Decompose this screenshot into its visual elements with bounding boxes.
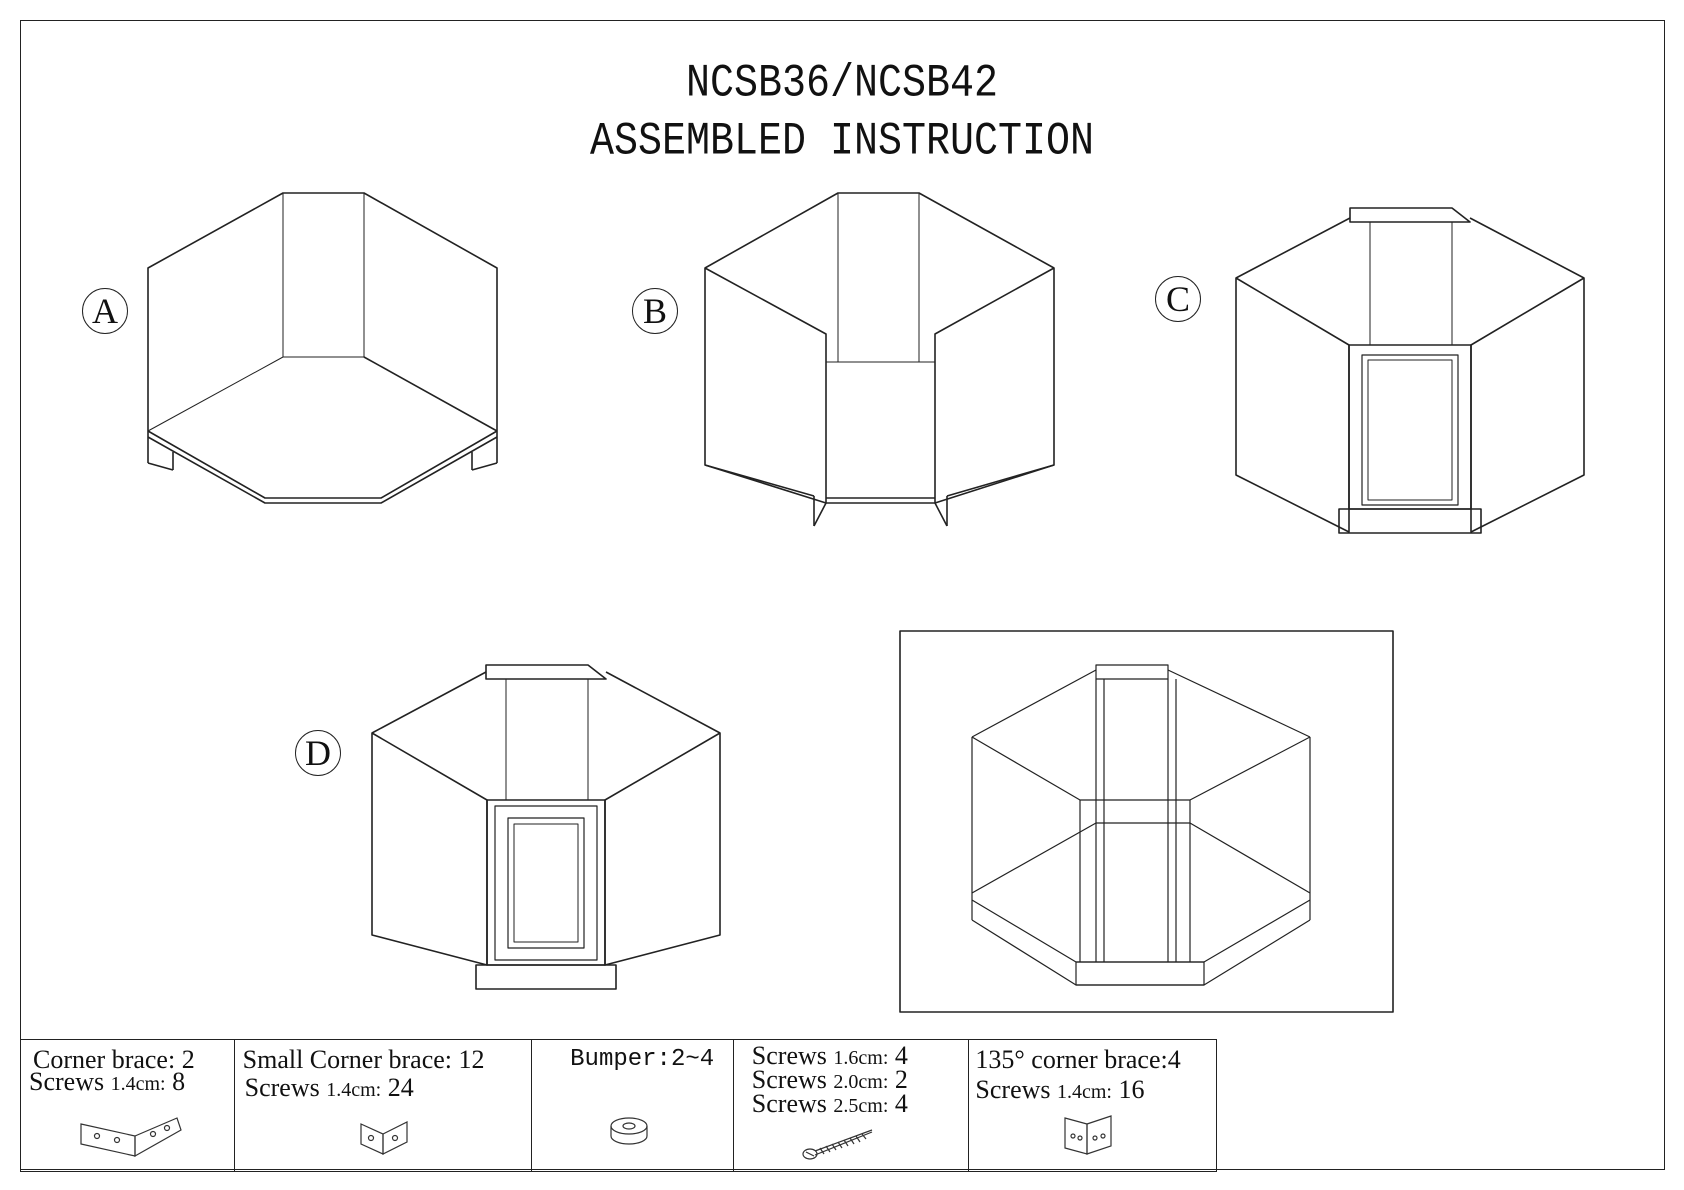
screw-qty: 16 [1118, 1075, 1145, 1104]
screw-qty: 8 [172, 1067, 186, 1096]
screw-label: Screws [29, 1067, 105, 1096]
bumper-icon [610, 1117, 648, 1145]
cabinet-wireframe [971, 664, 1311, 986]
screw-label: Screws [975, 1075, 1051, 1104]
cabinet-step-c [1235, 207, 1585, 534]
screw-label: Screws [751, 1089, 827, 1118]
screw-qty: 2 [894, 1065, 908, 1094]
screw-label: Screws [751, 1065, 827, 1094]
model-title: NCSB36/NCSB42 [685, 58, 999, 111]
parts-list: Corner brace: 2 Screws 1.4cm: 8 Small Co… [20, 1039, 1217, 1172]
corner-brace-icon [80, 1117, 182, 1158]
step-label-a: A [82, 288, 128, 334]
small-corner-brace-icon [360, 1121, 408, 1155]
screw-qty: 24 [387, 1073, 414, 1102]
part-title: Bumper:2~4 [570, 1046, 715, 1073]
screw-icon [802, 1129, 873, 1160]
screw-size: 1.6cm: [833, 1047, 889, 1069]
part-bumper: Bumper:2~4 [532, 1040, 734, 1171]
part-small-corner-brace: Small Corner brace: 12 Screws 1.4cm: 24 [235, 1040, 533, 1171]
step-label-d: D [295, 730, 341, 776]
part-screws: Screws 1.6cm: 4 Screws 2.0cm: 2 Screws 2… [734, 1040, 970, 1171]
step-label-b: B [632, 288, 678, 334]
screw-size: 1.4cm: [1057, 1081, 1112, 1103]
part-title: 135° corner brace:4 [975, 1045, 1181, 1074]
screw-size: 1.4cm: [326, 1079, 382, 1101]
instruction-title: ASSEMBLED INSTRUCTION [589, 116, 1095, 169]
cabinet-step-d [371, 664, 721, 990]
screw-size: 1.4cm: [110, 1073, 166, 1095]
cabinet-step-a [147, 192, 498, 504]
135-corner-brace-icon [1064, 1115, 1113, 1155]
cabinet-step-b [704, 192, 1055, 527]
step-label-c: C [1155, 276, 1201, 322]
drawing-frame [20, 20, 1665, 1170]
screw-qty: 4 [894, 1041, 908, 1070]
part-corner-brace: Corner brace: 2 Screws 1.4cm: 8 [21, 1040, 235, 1171]
screw-size: 2.0cm: [833, 1071, 889, 1093]
part-135-corner-brace: 135° corner brace:4 Screws 1.4cm: 16 [969, 1040, 1216, 1171]
screw-size: 2.5cm: [833, 1095, 889, 1117]
part-title: Small Corner brace: [242, 1045, 453, 1074]
part-title: Corner brace: [33, 1045, 176, 1074]
screw-label: Screws [751, 1041, 827, 1070]
part-qty: 2 [181, 1045, 195, 1074]
part-qty: 12 [458, 1045, 485, 1074]
screw-label: Screws [244, 1073, 320, 1102]
wireframe-frame [899, 630, 1394, 1013]
screw-qty: 4 [894, 1089, 908, 1118]
